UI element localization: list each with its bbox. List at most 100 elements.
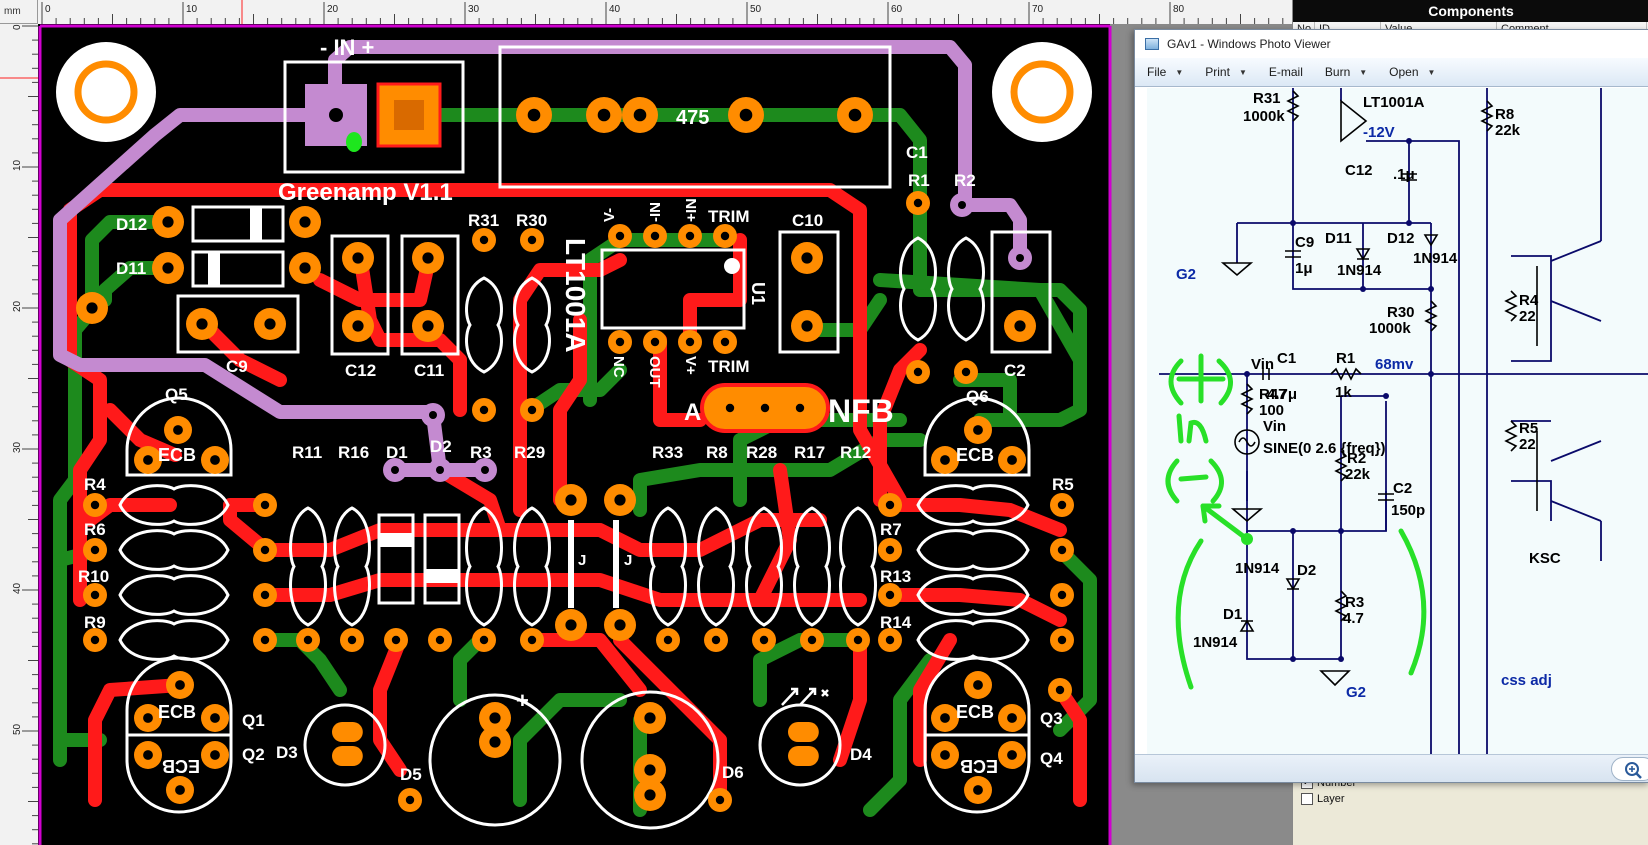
schematic-image[interactable]: R31 1000k LT1001A -12V R8 22k C12 .1μ C9…: [1147, 88, 1648, 754]
photo-viewer-titlebar[interactable]: GAv1 - Windows Photo Viewer: [1135, 30, 1648, 58]
silk-d12-outline: [191, 205, 285, 243]
checkbox-layer-box[interactable]: [1301, 793, 1313, 805]
q5-pin-labels: ECB: [158, 445, 196, 465]
menu-burn[interactable]: Burn▼: [1313, 58, 1377, 86]
ref-r11: R11: [292, 443, 322, 462]
ref-r2: R2: [954, 171, 976, 190]
ref-c11: C11: [414, 361, 444, 380]
silk-q2-outline: [125, 733, 233, 814]
pad-hole: [801, 252, 813, 264]
schematic-symbols: [1220, 90, 1538, 687]
handwritten-annotation: [1165, 353, 1427, 690]
pad-hole: [650, 337, 660, 347]
sch-c9-value: 1μ: [1295, 260, 1313, 277]
sch-r3: R3: [1345, 594, 1364, 611]
pad-hole: [685, 337, 695, 347]
menu-email[interactable]: E-mail: [1257, 58, 1313, 86]
ref-r1: R1: [908, 171, 930, 190]
pcb-layout-canvas[interactable]: - IN + Greenamp V1.1 475 LT1001A U1 V- -…: [38, 24, 1292, 845]
mounting-holes: [56, 42, 1092, 142]
resistor-body: [839, 506, 877, 627]
q3-pin-labels: ECB: [956, 702, 994, 722]
sch-r31: R31: [1253, 90, 1281, 107]
resistor-body: [745, 506, 783, 627]
ref-d12: D12: [116, 215, 147, 234]
pad-hole: [685, 231, 695, 241]
pad-hole: [940, 750, 950, 760]
pcb-board[interactable]: - IN + Greenamp V1.1 475 LT1001A U1 V- -…: [38, 24, 1292, 845]
sch-sine-spec: SINE(0 2.6 {freq}): [1263, 440, 1386, 457]
pad-hole: [329, 108, 343, 122]
pad-hole: [527, 235, 537, 245]
pad-hole: [615, 231, 625, 241]
ref-r31: R31: [468, 211, 499, 230]
silk-d11-outline: [191, 250, 285, 288]
sch-d1: D1: [1223, 606, 1242, 623]
ref-q4: Q4: [1040, 749, 1063, 768]
led-pad[interactable]: [788, 722, 819, 742]
ref-q3: Q3: [1040, 709, 1063, 728]
annotation-dot: [1241, 533, 1253, 545]
ruler-top-label: 20: [327, 4, 339, 15]
pad-hole: [90, 635, 100, 645]
zoom-button[interactable]: [1611, 757, 1648, 781]
pad-hole: [175, 680, 185, 690]
ruler-top-label: 60: [891, 4, 903, 15]
pad-hole: [299, 216, 311, 228]
sch-d2-value: 1N914: [1235, 560, 1280, 577]
pad-hole: [1057, 635, 1067, 645]
led-pad[interactable]: [332, 722, 363, 742]
sch-g2-bottom: G2: [1346, 684, 1366, 701]
menu-file[interactable]: File▼: [1135, 58, 1193, 86]
pad-hole: [715, 795, 725, 805]
sch-r3-value: 4.7: [1343, 610, 1364, 627]
schematic-drawing: R31 1000k LT1001A -12V R8 22k C12 .1μ C9…: [1159, 88, 1648, 754]
photo-viewer-window[interactable]: GAv1 - Windows Photo Viewer File▼ Print▼…: [1134, 29, 1648, 783]
checkbox-layer[interactable]: Layer: [1301, 791, 1356, 807]
menu-file-label: File: [1147, 65, 1167, 79]
menu-open[interactable]: Open▼: [1377, 58, 1445, 86]
led-pad[interactable]: [788, 746, 819, 766]
silk-resistor-bodies: [118, 236, 1030, 661]
ruler-left-label: 0: [12, 24, 23, 30]
pad-hole: [162, 262, 174, 274]
pad-hole: [210, 713, 220, 723]
pad-hole: [143, 455, 153, 465]
resistor-body: [947, 236, 985, 342]
pad-hole: [527, 405, 537, 415]
pad-hole: [405, 795, 415, 805]
ic-pin-out: OUT: [646, 356, 663, 388]
ref-q2: Q2: [242, 745, 265, 764]
sch-r5: R5: [1519, 420, 1538, 437]
ic-ref-label: U1: [748, 282, 768, 305]
silk-pot-outline: [498, 45, 892, 189]
ref-c2: C2: [1004, 361, 1026, 380]
pad-hole: [260, 590, 270, 600]
pad-hole: [650, 231, 660, 241]
ref-r4: R4: [84, 475, 106, 494]
ref-r30: R30: [516, 211, 547, 230]
pad-hole: [352, 252, 364, 264]
resistor-body: [697, 506, 735, 627]
ic-pin-nc: NC: [610, 356, 627, 378]
ref-d2: D2: [430, 437, 452, 456]
ref-r7: R7: [880, 520, 902, 539]
handwritten-minus: (-): [1161, 500, 1163, 502]
q6-pin-labels: ECB: [956, 445, 994, 465]
pad-hole: [143, 713, 153, 723]
ic-pin-trim-bottom: TRIM: [708, 357, 750, 376]
ref-d3: D3: [276, 743, 298, 762]
chevron-down-icon: ▼: [1427, 67, 1436, 77]
ref-q1: Q1: [242, 711, 265, 730]
menu-print[interactable]: Print▼: [1193, 58, 1257, 86]
led-pad[interactable]: [332, 746, 363, 766]
pad-hole: [479, 635, 489, 645]
sch-d11: D11: [1325, 230, 1352, 247]
pad-hole: [264, 318, 276, 330]
pad-hole: [940, 455, 950, 465]
component-pads[interactable]: [76, 97, 1074, 812]
pad-hole: [527, 108, 541, 122]
pad-hole: [711, 635, 721, 645]
